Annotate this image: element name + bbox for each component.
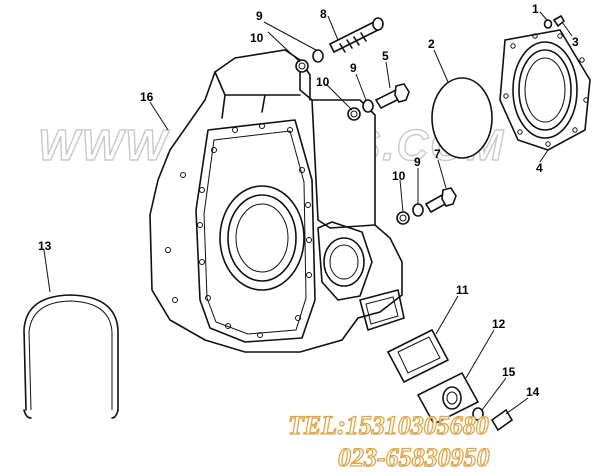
gasket-disc bbox=[431, 77, 493, 159]
callout-13: 13 bbox=[38, 239, 52, 253]
hex-bolt-5 bbox=[374, 83, 410, 110]
watermark-phone: 023-65830950 bbox=[338, 443, 490, 472]
callout-8: 8 bbox=[320, 7, 327, 21]
washer-10a bbox=[295, 59, 309, 73]
callout-7: 7 bbox=[434, 147, 441, 161]
callout-1: 1 bbox=[532, 2, 539, 16]
lock-washer-9b bbox=[362, 99, 374, 113]
callout-15: 15 bbox=[502, 365, 516, 379]
hex-bolt-7 bbox=[424, 187, 457, 214]
callout-5: 5 bbox=[382, 49, 389, 63]
washer-10c bbox=[396, 211, 410, 225]
washer-10b bbox=[347, 107, 361, 121]
lock-washer-9c bbox=[412, 203, 424, 217]
callout-14: 14 bbox=[526, 385, 540, 399]
callout-10c: 10 bbox=[392, 169, 406, 183]
flywheel-housing bbox=[149, 49, 405, 353]
callout-12: 12 bbox=[492, 317, 506, 331]
cover-plate bbox=[416, 371, 480, 426]
housing-seal-ring bbox=[23, 294, 119, 419]
o-ring-15 bbox=[472, 407, 484, 421]
screw-3 bbox=[552, 14, 566, 28]
callout-10b: 10 bbox=[316, 75, 330, 89]
callout-9a: 9 bbox=[256, 9, 263, 23]
cover-gasket bbox=[386, 328, 450, 384]
plug-14 bbox=[490, 408, 514, 432]
callout-10a: 10 bbox=[250, 31, 264, 45]
callout-9b: 9 bbox=[350, 61, 357, 75]
lock-washer-9a bbox=[312, 49, 324, 63]
callout-2: 2 bbox=[428, 37, 435, 51]
callout-9c: 9 bbox=[414, 155, 421, 169]
callout-labels: 16 13 10 9 8 10 9 5 10 9 7 2 1 3 4 11 12… bbox=[38, 2, 579, 399]
seal-cover bbox=[499, 29, 591, 151]
watermark-tel: TEL:15310305680 bbox=[288, 411, 489, 440]
callout-11: 11 bbox=[456, 283, 469, 297]
leader-lines bbox=[43, 11, 573, 415]
long-bolt bbox=[328, 17, 384, 54]
callout-16: 16 bbox=[140, 90, 154, 104]
callout-4: 4 bbox=[536, 161, 543, 175]
callout-3: 3 bbox=[572, 35, 579, 49]
washer-1 bbox=[543, 19, 553, 29]
